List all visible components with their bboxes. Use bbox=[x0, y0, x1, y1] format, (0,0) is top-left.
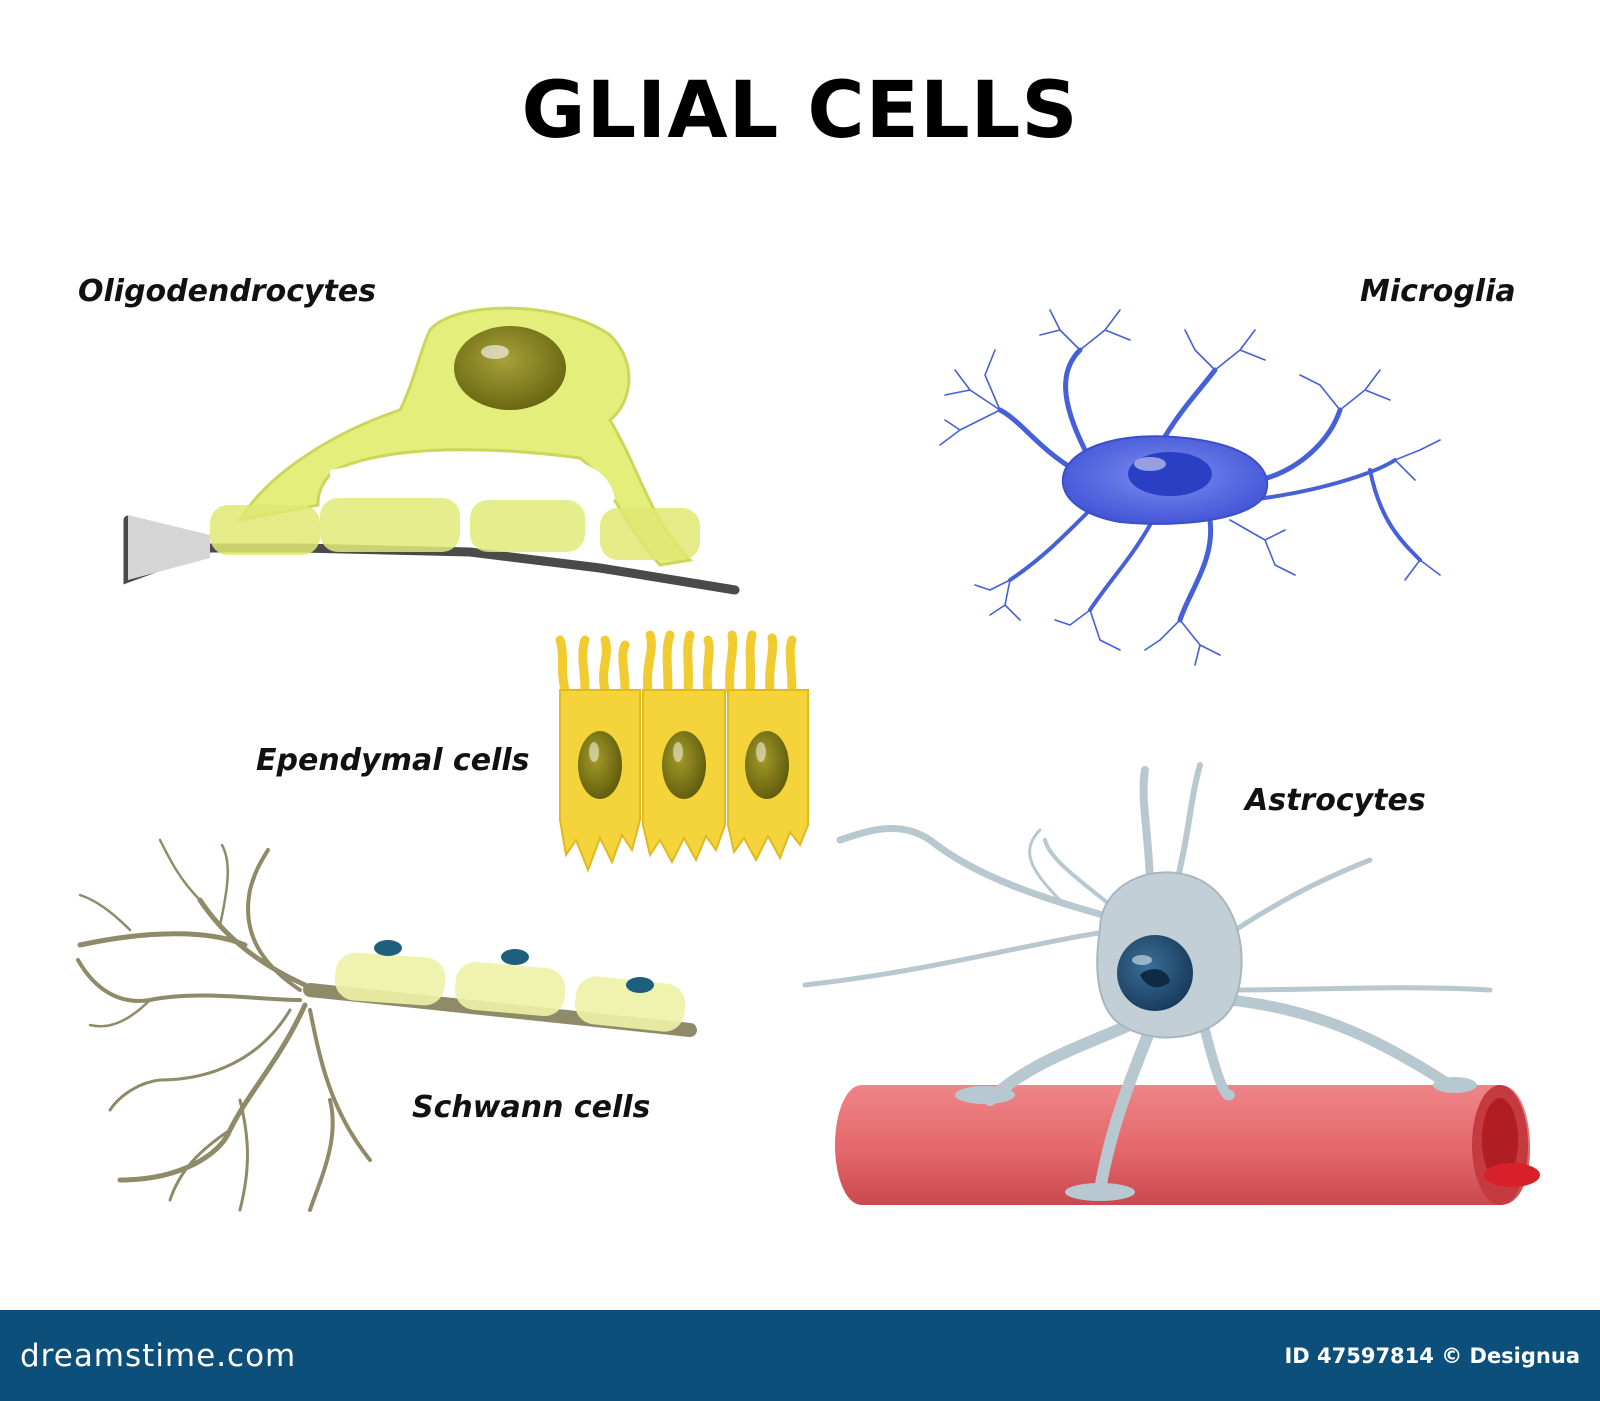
label-schwann-cells: Schwann cells bbox=[412, 1090, 651, 1125]
label-astrocytes: Astrocytes bbox=[1245, 783, 1426, 818]
microglia-illustration bbox=[939, 309, 1441, 666]
nucleus bbox=[454, 326, 566, 410]
label-microglia: Microglia bbox=[1360, 274, 1516, 309]
footer-brand: dreamstime.com bbox=[20, 1338, 297, 1374]
oligodendrocyte-illustration bbox=[123, 306, 740, 595]
page-title: GLIAL CELLS bbox=[521, 66, 1079, 156]
astrocyte-illustration bbox=[802, 762, 1540, 1205]
myelin-sheath bbox=[210, 498, 700, 560]
glial-cells-illustration bbox=[76, 306, 1540, 1212]
footer-bar: dreamstime.com ID 47597814 © Designua bbox=[0, 1310, 1600, 1401]
blood-vessel bbox=[835, 1085, 1540, 1205]
label-oligodendrocytes: Oligodendrocytes bbox=[78, 274, 377, 309]
ependymal-cells-illustration bbox=[555, 630, 809, 873]
schwann-cells-illustration bbox=[76, 838, 697, 1212]
footer-credit: ID 47597814 © Designua bbox=[1284, 1344, 1580, 1368]
label-ependymal-cells: Ependymal cells bbox=[256, 743, 530, 778]
